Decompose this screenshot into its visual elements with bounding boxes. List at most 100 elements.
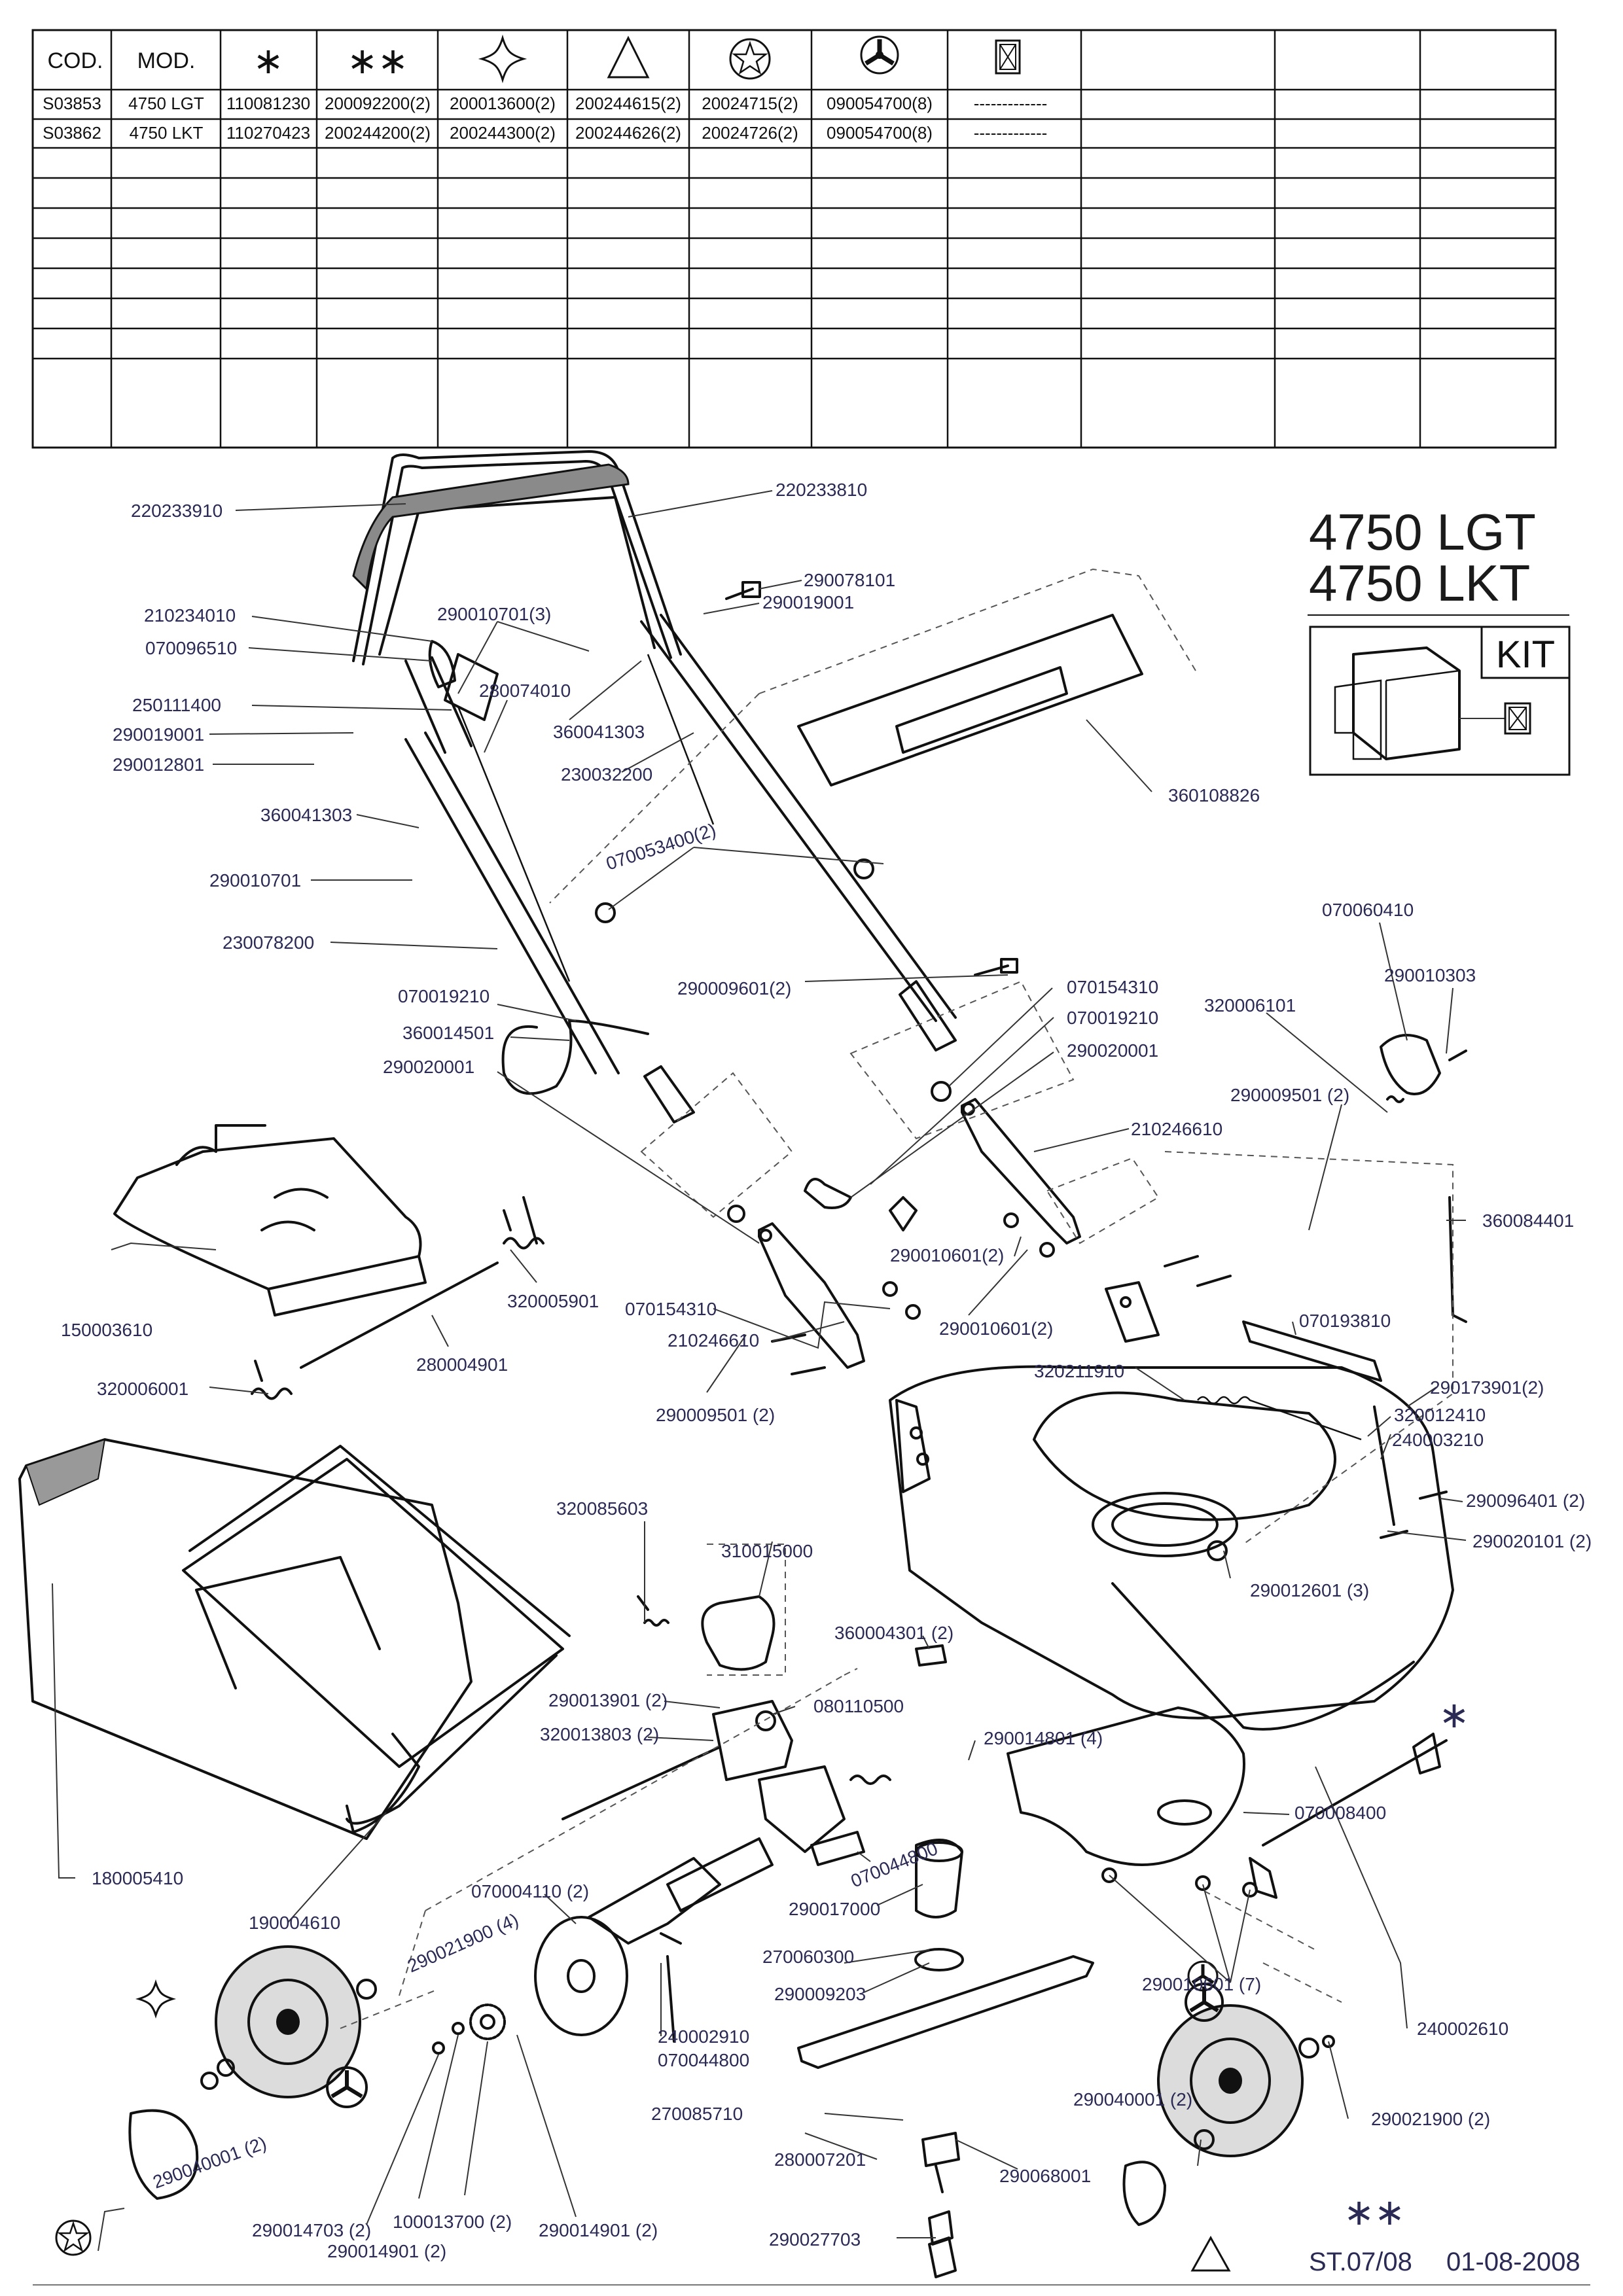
springs-and-rod — [251, 1196, 544, 1400]
kit-label: KIT — [1496, 633, 1555, 676]
callout-label: 290009501 (2) — [656, 1405, 775, 1425]
rear-flap-hinge-parts — [1164, 1034, 1467, 1545]
callout-label: 290096401 (2) — [1466, 1491, 1585, 1511]
callout-label: 070019210 — [398, 986, 490, 1006]
rear-axle — [1007, 1706, 1448, 1951]
svg-text:-------------: ------------- — [974, 123, 1048, 143]
callout-label: 290010601(2) — [939, 1318, 1053, 1339]
handle-assembly — [352, 450, 1018, 1123]
callout-label: 290012801 — [113, 754, 204, 775]
callout-label: 210234010 — [144, 605, 236, 626]
callout-label: 290009501 (2) — [1230, 1085, 1349, 1105]
callout-label: 360041303 — [553, 722, 645, 742]
callout-label: 070004110 (2) — [471, 1881, 589, 1901]
parts-table: COD. MOD. ∗ ∗∗ S03853 — [31, 29, 1557, 449]
callout-label: 070053400(2) — [603, 819, 718, 874]
circle-star-icon — [55, 2219, 92, 2256]
svg-text:110081230: 110081230 — [226, 94, 310, 113]
front-wheel-left — [200, 1945, 377, 2108]
callout-label: 290010701(3) — [437, 604, 551, 624]
model-title-lkt: 4750 LKT — [1309, 554, 1530, 612]
callout-label: 290010701 — [209, 870, 301, 891]
rear-wheel-right — [1157, 1983, 1335, 2157]
callout-label: 280007201 — [774, 2149, 866, 2170]
title-block: 4750 LGT 4750 LKT KIT — [1308, 503, 1571, 776]
callout-label: 070008400 — [1294, 1803, 1386, 1823]
svg-text:20024726(2): 20024726(2) — [702, 123, 798, 143]
callout-label: 290012601 (3) — [1250, 1580, 1369, 1600]
diamond-star-icon — [478, 34, 527, 84]
svg-text:200013600(2): 200013600(2) — [450, 94, 556, 113]
svg-text:110270423: 110270423 — [226, 123, 310, 143]
callout-label: 190004610 — [249, 1913, 340, 1933]
double-asterisk-icon: ∗∗ — [347, 40, 408, 81]
callout-label: 320211910 — [1034, 1361, 1124, 1381]
svg-text:200244626(2): 200244626(2) — [575, 123, 681, 143]
callout-label: 320006001 — [97, 1379, 188, 1399]
hubcap-right — [1122, 2161, 1166, 2226]
callout-label: 360084401 — [1482, 1210, 1574, 1231]
grass-catcher-lid — [549, 568, 1198, 904]
callout-label: 290009203 — [774, 1984, 866, 2004]
callout-label: 290014901 (2) — [539, 2220, 658, 2240]
callout-label: 290010601(2) — [890, 1245, 1004, 1265]
callout-label: 070193810 — [1299, 1311, 1391, 1331]
svg-text:200244615(2): 200244615(2) — [575, 94, 681, 113]
callout-label: 240003210 — [1392, 1430, 1484, 1450]
callout-label: 280004901 — [416, 1354, 508, 1375]
callout-label: 290021900 (4) — [404, 1909, 522, 1976]
callout-label: 290020001 — [1067, 1040, 1158, 1061]
box-x-icon — [1504, 702, 1531, 735]
svg-text:∗∗: ∗∗ — [347, 40, 408, 81]
svg-text:∗: ∗ — [253, 40, 284, 81]
hubcap-left — [128, 2109, 199, 2200]
callout-label: 290027703 — [769, 2229, 861, 2250]
svg-text:200244300(2): 200244300(2) — [450, 123, 556, 143]
callout-label: 070096510 — [145, 638, 237, 658]
triangle-icon — [1190, 2235, 1231, 2272]
model-title-lgt: 4750 LGT — [1309, 503, 1536, 561]
callout-label: 180005410 — [92, 1868, 183, 1888]
callout-label: 270060300 — [762, 1947, 854, 1967]
callout-label: 320006101 — [1204, 995, 1296, 1016]
callout-label: 290017000 — [789, 1899, 880, 1919]
svg-text:4750 LKT: 4750 LKT — [130, 123, 204, 143]
double-asterisk-icon: ∗∗ — [1344, 2191, 1405, 2233]
callout-label: 290021900 (2) — [1371, 2109, 1490, 2129]
callout-label: 290068001 — [999, 2166, 1091, 2186]
callout-label: 290040001 (2) — [150, 2132, 269, 2192]
svg-text:090054700(8): 090054700(8) — [827, 94, 933, 113]
footer-code: ST.07/08 — [1309, 2248, 1412, 2276]
callout-label: 290010303 — [1384, 965, 1476, 985]
diamond-star-icon — [135, 1979, 177, 2019]
callout-label: 290013901 (2) — [548, 1690, 668, 1710]
svg-text:S03862: S03862 — [43, 123, 101, 143]
callout-label: 290019001 — [113, 724, 204, 745]
callout-label: 310015000 — [721, 1541, 813, 1561]
callout-label: 360041303 — [260, 805, 352, 825]
callout-label: 290009601(2) — [677, 978, 791, 998]
callout-label: 320012410 — [1394, 1405, 1486, 1425]
callout-label: 320085603 — [556, 1498, 648, 1519]
blade-assembly — [797, 1839, 1094, 2278]
circle-three-spoke-icon — [860, 35, 899, 75]
footer-date: 01-08-2008 — [1446, 2248, 1580, 2276]
callout-label: 220233910 — [131, 501, 223, 521]
callout-label: 070019210 — [1067, 1008, 1158, 1028]
kit-bag-icon — [1334, 646, 1461, 760]
callout-label: 290010601 (7) — [1142, 1974, 1261, 1994]
svg-text:-------------: ------------- — [974, 94, 1048, 113]
grass-catcher-bag — [18, 1438, 571, 1840]
callout-label: 360014501 — [402, 1023, 494, 1043]
svg-text:090054700(8): 090054700(8) — [827, 123, 933, 143]
callout-label: 290020101 (2) — [1472, 1531, 1592, 1551]
callout-label: 360004301 (2) — [834, 1623, 954, 1643]
svg-text:4750 LGT: 4750 LGT — [128, 94, 204, 113]
height-adjust-levers — [640, 980, 1232, 1375]
callout-label: 320013803 (2) — [540, 1724, 659, 1744]
rear-flap — [113, 1124, 427, 1316]
asterisk-icon: ∗ — [1439, 1694, 1470, 1735]
callout-label: 290173901(2) — [1430, 1377, 1544, 1398]
callout-label: 290020001 — [383, 1057, 474, 1077]
